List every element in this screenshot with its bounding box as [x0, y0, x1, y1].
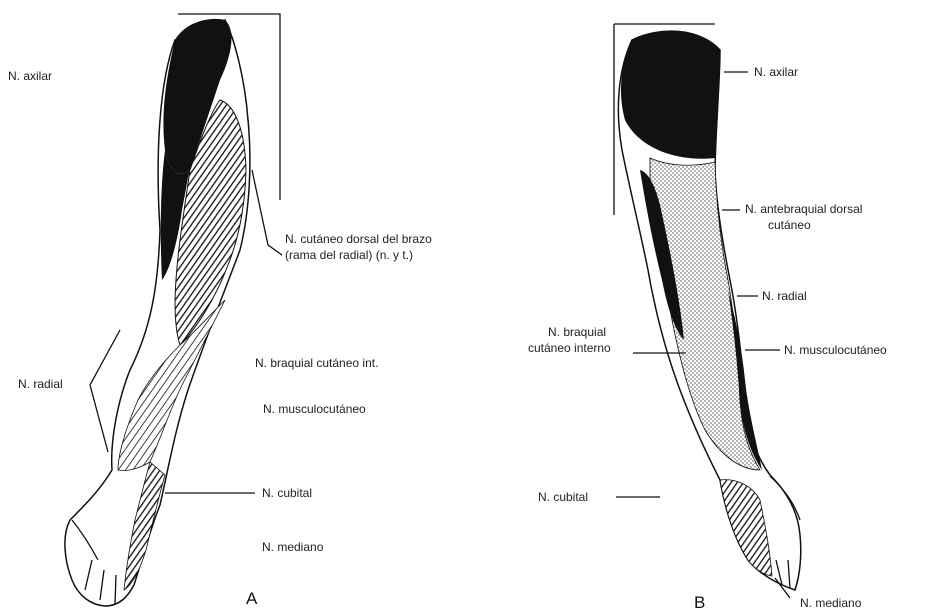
label-b-posterior-cutaneous: N. antebraquial dorsal: [745, 202, 862, 216]
label-a-musculocutaneous: N. musculocutáneo: [263, 402, 366, 416]
panel-b: N. axilar N. antebraquial dorsal cutáneo…: [528, 24, 887, 612]
label-b-median: N. mediano: [800, 596, 862, 610]
panel-a: N. axilar N. cutáneo dorsal del brazo (r…: [8, 14, 432, 608]
label-a-radial-cutaneous-arm: N. cutáneo dorsal del brazo: [285, 232, 432, 246]
label-a-medial-cutaneous-forearm: N. braquial cutáneo int.: [255, 356, 378, 370]
panel-a-letter: A: [246, 589, 258, 608]
label-b-ulnar: N. cubital: [538, 490, 588, 504]
panel-b-letter: B: [694, 593, 705, 612]
label-b-axillary: N. axilar: [754, 65, 798, 79]
label-a-radial: N. radial: [18, 377, 63, 391]
label-b-medial-cutaneous-2: cutáneo interno: [528, 341, 611, 355]
label-b-musculocutaneous: N. musculocutáneo: [784, 343, 887, 357]
label-a-axillary: N. axilar: [8, 69, 52, 83]
label-b-radial: N. radial: [762, 289, 807, 303]
label-a-radial-cutaneous-arm-2: (rama del radial) (n. y t.): [285, 248, 413, 262]
label-a-ulnar: N. cubital: [262, 486, 312, 500]
label-b-medial-cutaneous: N. braquial: [548, 325, 606, 339]
label-a-median: N. mediano: [262, 540, 324, 554]
label-b-posterior-cutaneous-2: cutáneo: [768, 218, 811, 232]
